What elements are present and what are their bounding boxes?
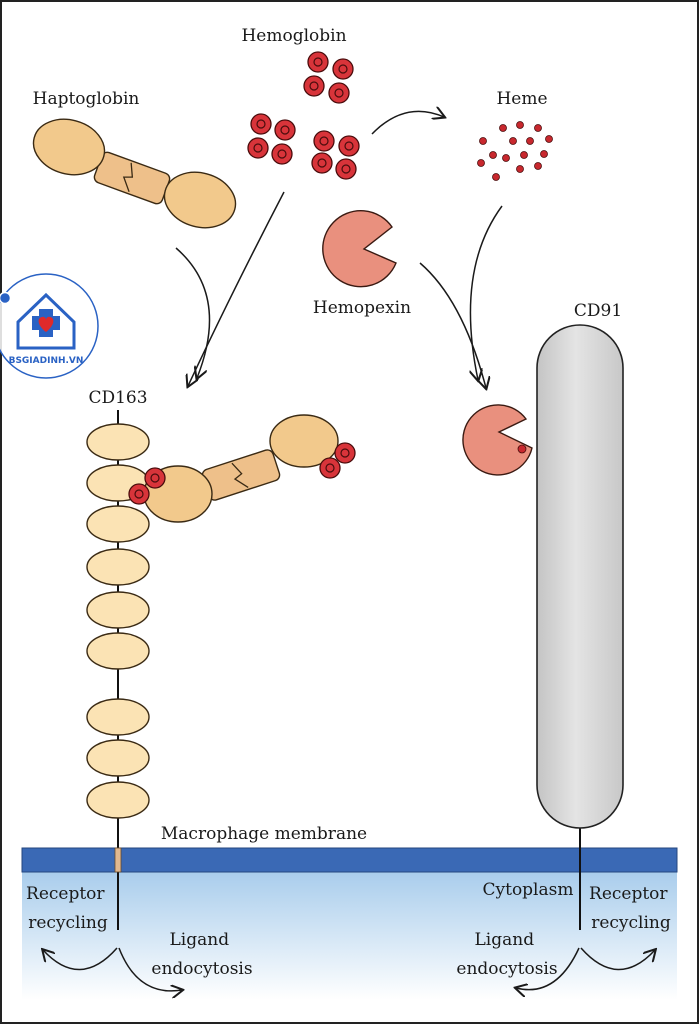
watermark-logo: BSGIADINH.VN [0, 273, 99, 379]
heme-molecules [477, 121, 553, 181]
arrows [43, 111, 655, 991]
arrow-hemopexin-to-cd91 [419, 262, 486, 388]
arrow-ligand-endocytosis-right [516, 947, 580, 990]
receptor-recycling-left-line-2: recycling [28, 913, 108, 933]
haptoglobin-label: Haptoglobin [33, 89, 140, 109]
ligand-endocytosis-right-line-1: Ligand [475, 930, 535, 950]
macrophage-membrane-band [21, 847, 678, 873]
arrow-receptor-recycling-left [43, 948, 118, 971]
macrophage-membrane-label: Macrophage membrane [161, 824, 367, 844]
cd91-receptor [536, 324, 624, 829]
cd163-srcr-domains [86, 423, 150, 819]
cytoplasm-label: Cytoplasm [483, 880, 574, 900]
hemopexin-label: Hemopexin [313, 298, 411, 318]
ligand-endocytosis-left-line-2: endocytosis [151, 959, 252, 979]
ligand-endocytosis-left-label: Ligand endocytosis [151, 930, 252, 979]
haptoglobin-free [32, 118, 237, 229]
hemopexin-free [322, 210, 397, 288]
receptor-recycling-right-label: Receptor recycling [589, 884, 673, 933]
arrow-haptoglobin-to-cd163 [175, 247, 211, 378]
cd163-transmembrane-segment [114, 847, 122, 873]
receptor-recycling-right-line-1: Receptor [589, 884, 668, 904]
arrow-ligand-endocytosis-left [118, 947, 182, 991]
arrow-hemoglobin-to-heme [371, 111, 444, 135]
hemopexin-heme-complex [462, 404, 533, 476]
cytoplasm-region [22, 872, 677, 1000]
receptor-recycling-right-line-2: recycling [591, 913, 671, 933]
receptor-recycling-left-line-1: Receptor [26, 884, 105, 904]
hemoglobin-tetramer-right [311, 130, 360, 180]
watermark-text: BSGIADINH.VN [9, 356, 84, 366]
heart-icon [38, 316, 54, 332]
ligand-endocytosis-left-line-1: Ligand [170, 930, 230, 950]
cd163-label: CD163 [88, 388, 147, 408]
ligand-endocytosis-right-label: Ligand endocytosis [456, 930, 557, 979]
hemoglobin-label: Hemoglobin [241, 26, 346, 46]
receptor-recycling-left-label: Receptor recycling [26, 884, 110, 933]
arrow-receptor-recycling-right [580, 948, 655, 971]
ligand-endocytosis-right-line-2: endocytosis [456, 959, 557, 979]
hemoglobin-tetramer-left [247, 113, 296, 165]
hemoglobin-tetramer-top [303, 51, 354, 104]
haptoglobin-hemoglobin-complex [128, 414, 356, 523]
arrow-heme-to-cd91 [470, 205, 503, 380]
arrow-hemoglobin-to-cd163 [188, 191, 285, 386]
cd91-label: CD91 [574, 301, 622, 321]
heme-label: Heme [496, 89, 547, 109]
